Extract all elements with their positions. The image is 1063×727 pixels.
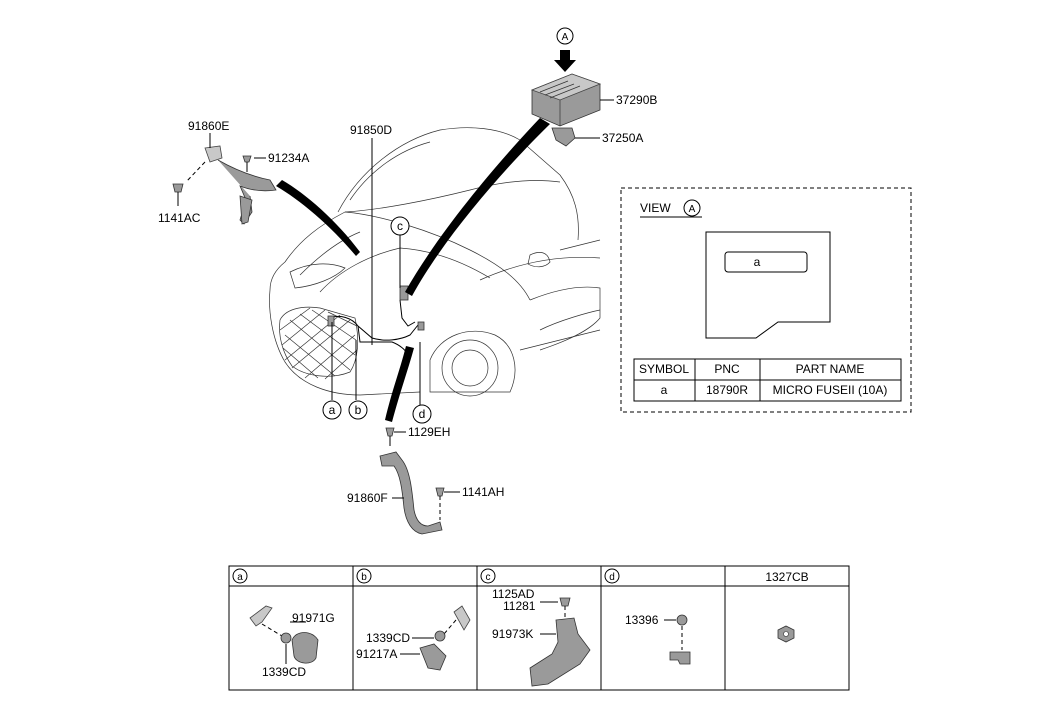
table-header-part-name: PART NAME [796,362,865,376]
bolt-1129eh [385,427,395,437]
label-91860e: 91860E [188,119,229,133]
detail-header-d-label: d [609,572,615,583]
label-91234a: 91234A [268,151,309,165]
detail-header-b-label: b [361,572,367,583]
fuse-slot-a [724,251,808,273]
callout-d [412,404,432,424]
detail-label-91217a: 91217A [356,647,397,661]
nut-1339cd-a [280,632,292,644]
callout-d-label: d [419,407,426,421]
view-a-panel: VIEW A a SYMBOL PNC PART NAME a 18790R M… [620,187,912,413]
bolt-1141ac [172,183,184,193]
label-91850d: 91850D [350,123,392,137]
callout-a-label: a [329,403,336,417]
detail-header-c [480,568,496,584]
bolt-1141ah [435,487,445,497]
connector-swooshes [276,118,550,422]
callout-a [322,400,342,420]
detail-header-b [356,568,372,584]
label-91860f: 91860F [347,491,388,505]
detail-label-91971g: 91971G [292,611,335,625]
part-91860e [172,133,277,225]
label-37250a: 37250A [602,131,643,145]
callout-a-top: A [562,32,569,43]
fuse-slot-a-label: a [754,255,761,269]
label-1129eh: 1129EH [408,425,450,439]
label-37290b: 37290B [616,93,657,107]
nut-1339cd-b [434,630,446,642]
detail-header-c-label: c [486,572,491,583]
table-header-pnc: PNC [714,362,740,376]
view-a-symbol [683,199,701,217]
grommet-91971g [291,632,319,664]
detail-header-a-label: a [237,572,243,583]
detail-label-1339cd-b: 1339CD [366,631,410,645]
detail-label-1339cd-a: 1339CD [262,665,306,679]
part-91860f [379,427,460,535]
table-cell-part-name: MICRO FUSEII (10A) [773,383,888,397]
detail-header-1327cb: 1327CB [765,570,808,584]
callout-leaders [331,234,421,406]
car-illustration [269,127,601,397]
detail-label-91973k: 91973K [492,627,533,641]
nut-13396 [676,614,688,626]
label-1141ac: 1141AC [158,211,201,225]
arrow-down-icon [554,50,576,72]
view-title: VIEW [640,201,671,215]
bolt-1125ad [559,597,571,607]
detail-label-1125ad: 1125AD [492,587,535,601]
detail-table: a b c d 1327CB [228,565,850,691]
callout-b-label: b [355,403,362,417]
view-a-symbol-label: A [689,204,696,215]
callout-c [390,216,410,236]
view-a-callout [556,27,574,45]
bracket-91973k [529,617,591,687]
clip-91217a [419,643,447,671]
callout-b [348,400,368,420]
table-cell-pnc: 18790R [706,383,748,397]
fuse-panel-outline [705,231,831,339]
grille [279,306,359,380]
detail-label-11281: 11281 [503,599,536,613]
detail-header-d [604,568,620,584]
fuse-box-assembly: A [530,27,614,147]
detail-header-a [232,568,248,584]
bracket-37250a [551,127,576,147]
bolt-91234a [242,155,252,163]
label-1141ah: 1141AH [462,485,504,499]
detail-label-13396: 13396 [625,613,659,627]
table-header-symbol: SYMBOL [639,362,689,376]
callout-c-label: c [397,219,403,233]
table-cell-symbol: a [661,383,668,397]
